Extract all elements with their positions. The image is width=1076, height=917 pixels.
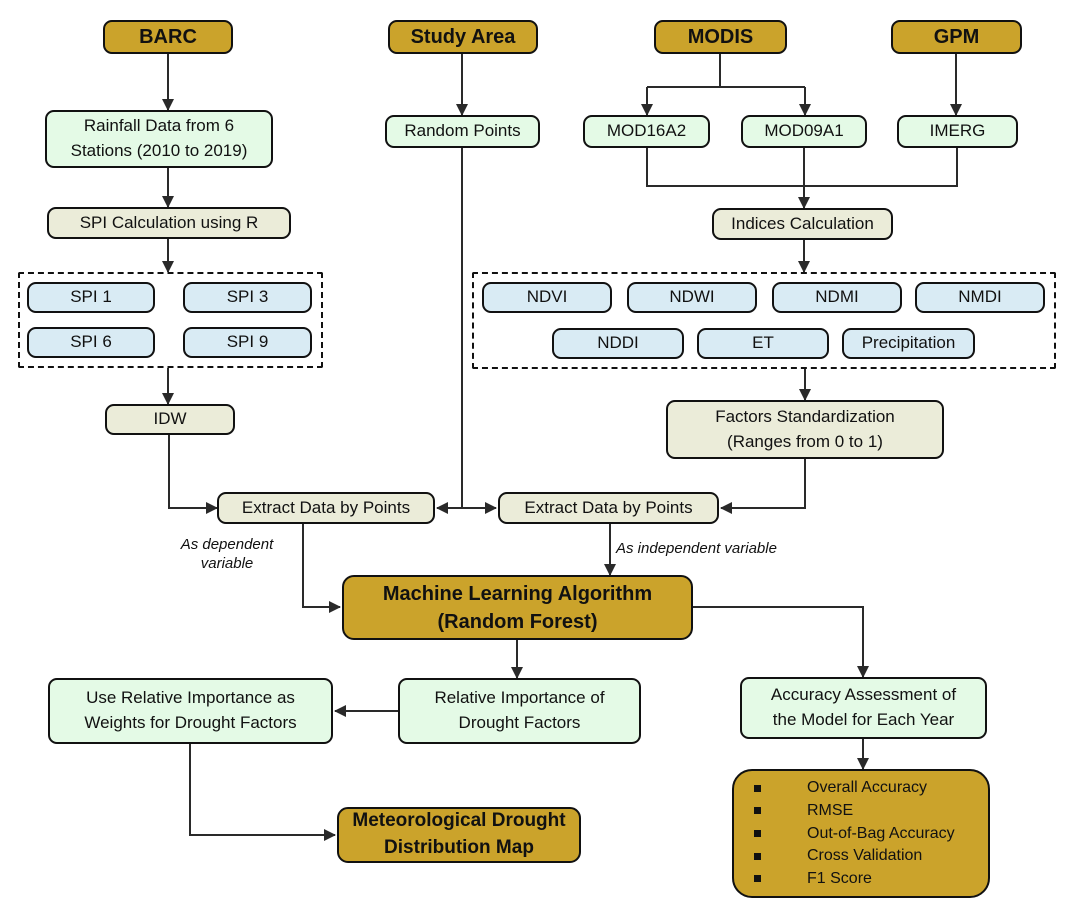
metric-label: Out-of-Bag Accuracy [807, 824, 955, 842]
node-spi-6: SPI 6 [27, 327, 155, 358]
node-et: ET [697, 328, 829, 359]
node-spi-calculation: SPI Calculation using R [47, 207, 291, 239]
node-evaluation-metrics: Overall Accuracy RMSE Out-of-Bag Accurac… [732, 769, 990, 898]
node-spi-9: SPI 9 [183, 327, 312, 358]
line-modis-split [647, 54, 805, 88]
bullet-icon [754, 807, 761, 815]
node-spi-3: SPI 3 [183, 282, 312, 313]
node-meteorological-map: Meteorological Drought Distribution Map [337, 807, 581, 863]
node-imerg: IMERG [897, 115, 1018, 148]
node-indices-calculation: Indices Calculation [712, 208, 893, 240]
node-nmdi: NMDI [915, 282, 1045, 313]
node-spi-1: SPI 1 [27, 282, 155, 313]
node-rainfall-data: Rainfall Data from 6 Stations (2010 to 2… [45, 110, 273, 168]
metric-label: Overall Accuracy [807, 779, 928, 797]
metric-row: RMSE [742, 800, 980, 823]
node-extract-data-left: Extract Data by Points [217, 492, 435, 524]
node-study-area: Study Area [388, 20, 538, 54]
bullet-icon [754, 784, 761, 792]
node-nddi: NDDI [552, 328, 684, 359]
metric-label: F1 Score [807, 869, 872, 887]
bullet-icon [754, 875, 761, 883]
arrow-extract-left-ml [302, 524, 341, 613]
node-barc: BARC [103, 20, 233, 54]
node-gpm: GPM [891, 20, 1022, 54]
node-accuracy-assessment: Accuracy Assessment of the Model for Eac… [740, 677, 987, 739]
node-idw: IDW [105, 404, 235, 435]
label-independent-variable: As independent variable [616, 540, 777, 557]
metric-row: F1 Score [742, 867, 980, 890]
metric-row: Cross Validation [742, 845, 980, 868]
node-ndvi: NDVI [482, 282, 612, 313]
node-use-relative-importance: Use Relative Importance as Weights for D… [48, 678, 333, 744]
line-products-join [646, 148, 958, 187]
node-ndmi: NDMI [772, 282, 902, 313]
metric-row: Out-of-Bag Accuracy [742, 822, 980, 845]
node-ndwi: NDWI [627, 282, 757, 313]
node-precipitation: Precipitation [842, 328, 975, 359]
metric-label: Cross Validation [807, 847, 923, 865]
bullet-icon [754, 830, 761, 837]
arrow-idw-extract-left [168, 435, 218, 514]
group-spi-indices [18, 272, 323, 368]
label-dependent-variable: As dependent variable [180, 536, 274, 572]
metric-row: Overall Accuracy [742, 777, 980, 800]
node-random-points: Random Points [385, 115, 540, 148]
node-mod16a2: MOD16A2 [583, 115, 710, 148]
node-extract-data-right: Extract Data by Points [498, 492, 719, 524]
group-drought-indices [472, 272, 1056, 369]
node-relative-importance: Relative Importance of Drought Factors [398, 678, 641, 744]
node-ml-algorithm: Machine Learning Algorithm (Random Fores… [342, 575, 693, 640]
node-factors-standardization: Factors Standardization (Ranges from 0 t… [666, 400, 944, 459]
arrow-factors-extract-right [720, 459, 806, 514]
node-modis: MODIS [654, 20, 787, 54]
arrow-use-meteorological [189, 744, 336, 841]
arrow-ml-accuracy [693, 606, 869, 678]
metric-label: RMSE [807, 801, 854, 819]
bullet-icon [754, 852, 761, 860]
node-mod09a1: MOD09A1 [741, 115, 867, 148]
